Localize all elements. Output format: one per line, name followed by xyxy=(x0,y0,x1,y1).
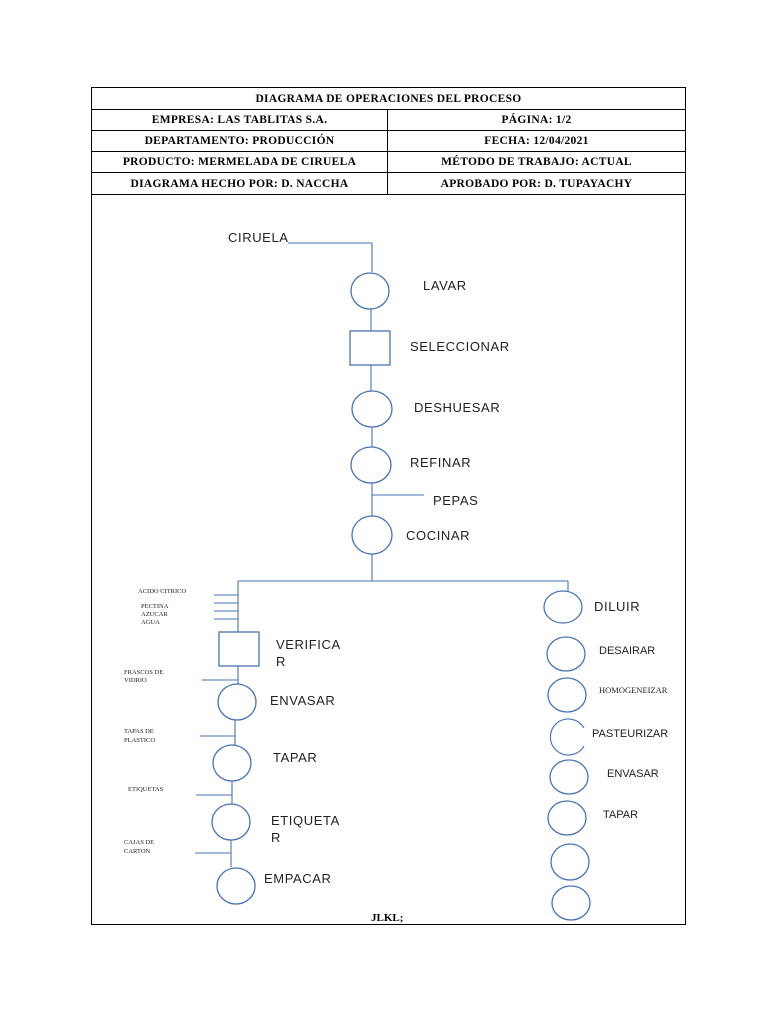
operation-unlabeled-symbol xyxy=(551,885,591,921)
step-label-seleccionar: SELECCIONAR xyxy=(410,339,510,354)
inspection-verificar-symbol xyxy=(218,631,260,667)
input-label-etiquetas: ETIQUETAS xyxy=(128,786,164,793)
operation-envasar-symbol xyxy=(217,683,257,721)
step-label-tapar-right: TAPAR xyxy=(603,809,638,821)
process-sheet: DIAGRAMA DE OPERACIONES DEL PROCESO EMPR… xyxy=(91,87,686,925)
step-label-verificar-line1: VERIFICA xyxy=(276,637,341,652)
operation-deshuesar-symbol xyxy=(351,390,393,428)
step-label-etiquetar-line2: R xyxy=(271,830,281,845)
step-label-envasar-right: ENVASAR xyxy=(607,768,659,780)
step-label-lavar: LAVAR xyxy=(423,278,467,293)
input-label-frascos-line1: FRASCOS DE xyxy=(124,669,163,676)
operation-diluir-symbol xyxy=(543,590,583,624)
operation-tapar-right-symbol xyxy=(547,800,587,836)
step-label-pasteurizar: PASTEURIZAR xyxy=(592,728,668,740)
metodo-cell: MÉTODO DE TRABAJO: ACTUAL xyxy=(441,156,632,168)
fecha-cell: FECHA: 12/04/2021 xyxy=(484,135,589,147)
input-label-pectina: PECTINA xyxy=(141,603,169,610)
step-label-cocinar: COCINAR xyxy=(406,528,470,543)
step-label-envasar: ENVASAR xyxy=(270,693,335,708)
header-row-title: DIAGRAMA DE OPERACIONES DEL PROCESO xyxy=(92,88,685,110)
operation-unlabeled-symbol xyxy=(550,843,590,881)
footer-text: JLKL; xyxy=(371,912,403,924)
input-label-tapas-line1: TAPAS DE xyxy=(124,728,154,735)
input-label-tapas-line2: PLASTICO xyxy=(124,737,155,744)
operation-refinar-symbol xyxy=(350,446,392,484)
step-label-homogeneizar: HOMOGENEIZAR xyxy=(599,685,668,695)
hecho-por-cell: DIAGRAMA HECHO POR: D. NACCHA xyxy=(92,173,388,194)
header-row-4: DIAGRAMA HECHO POR: D. NACCHA APROBADO P… xyxy=(92,173,685,195)
step-label-verificar-line2: R xyxy=(276,654,286,669)
operation-tapar-symbol xyxy=(212,744,252,782)
pagina-cell: PÁGINA: 1/2 xyxy=(501,114,572,126)
output-label-pepas: PEPAS xyxy=(433,493,478,508)
operation-envasar-right-symbol xyxy=(549,759,589,795)
operation-pasteurizar-symbol xyxy=(549,718,585,756)
input-label-acido-citrico: ACIDO CITRICO xyxy=(138,588,187,595)
step-label-etiquetar-line1: ETIQUETA xyxy=(271,813,340,828)
step-label-empacar: EMPACAR xyxy=(264,871,332,886)
header-row-1: EMPRESA: LAS TABLITAS S.A. PÁGINA: 1/2 xyxy=(92,110,685,131)
departamento-cell: DEPARTAMENTO: PRODUCCIÓN xyxy=(92,131,388,151)
input-label-azucar: AZUCAR xyxy=(141,611,168,618)
step-label-refinar: REFINAR xyxy=(410,455,471,470)
input-label-ciruela: CIRUELA xyxy=(228,230,289,245)
producto-cell: PRODUCTO: MERMELADA DE CIRUELA xyxy=(92,152,388,172)
step-label-diluir: DILUIR xyxy=(594,599,640,614)
input-label-frascos-line2: VIDRIO xyxy=(124,677,147,684)
header-row-3: PRODUCTO: MERMELADA DE CIRUELA MÉTODO DE… xyxy=(92,152,685,173)
operation-desairar-symbol xyxy=(546,636,586,672)
step-label-desairar: DESAIRAR xyxy=(599,645,655,657)
empresa-cell: EMPRESA: LAS TABLITAS S.A. xyxy=(92,110,388,130)
operation-cocinar-symbol xyxy=(351,515,393,555)
step-label-deshuesar: DESHUESAR xyxy=(414,400,500,415)
input-label-cajas-line2: CARTON xyxy=(124,848,151,855)
step-label-tapar: TAPAR xyxy=(273,750,317,765)
header-row-2: DEPARTAMENTO: PRODUCCIÓN FECHA: 12/04/20… xyxy=(92,131,685,152)
operation-lavar-symbol xyxy=(350,272,390,310)
operation-empacar-symbol xyxy=(216,867,256,905)
operation-homogeneizar-symbol xyxy=(547,677,587,713)
inspection-seleccionar-symbol xyxy=(349,330,391,366)
input-label-cajas-line1: CAJAS DE xyxy=(124,839,154,846)
operation-etiquetar-symbol xyxy=(211,803,251,841)
aprobado-por-cell: APROBADO POR: D. TUPAYACHY xyxy=(440,177,633,190)
diagram-title: DIAGRAMA DE OPERACIONES DEL PROCESO xyxy=(255,92,522,105)
input-label-agua: AGUA xyxy=(141,619,160,626)
